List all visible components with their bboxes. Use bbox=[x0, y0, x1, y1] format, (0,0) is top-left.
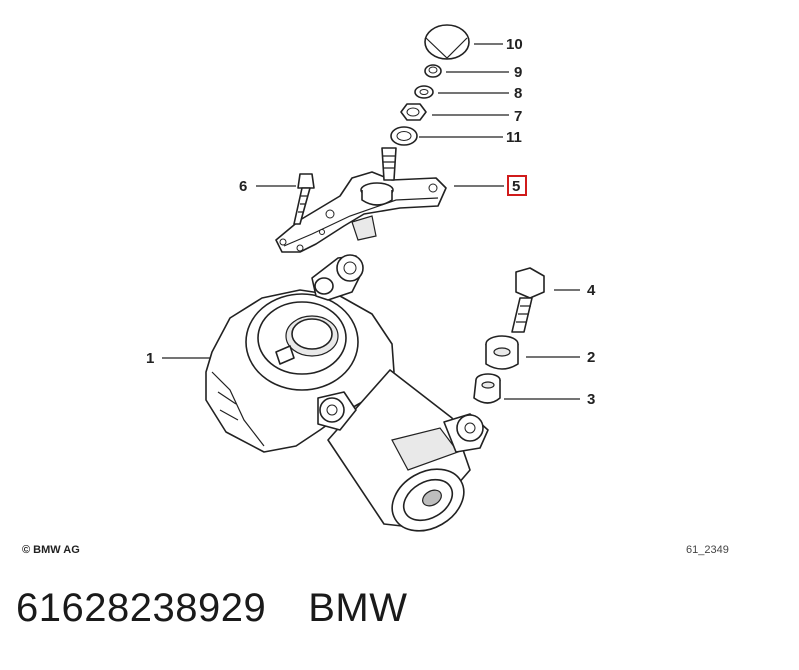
bolt-part-6 bbox=[293, 173, 315, 225]
callout-6: 6 bbox=[239, 178, 247, 195]
bracket-part-5 bbox=[275, 147, 447, 253]
brand-name: BMW bbox=[308, 586, 408, 630]
washer-part-8 bbox=[414, 85, 434, 99]
motor-part-1 bbox=[205, 254, 489, 532]
callout-7: 7 bbox=[514, 108, 522, 125]
callout-1: 1 bbox=[146, 350, 154, 367]
callout-8: 8 bbox=[514, 85, 522, 102]
callout-leaders bbox=[162, 43, 580, 400]
drawing-number: 61_2349 bbox=[686, 544, 729, 556]
bolt-part-4 bbox=[511, 267, 545, 333]
copyright-text: © BMW AG bbox=[22, 544, 80, 556]
callout-9: 9 bbox=[514, 64, 522, 81]
bushing-part-2 bbox=[485, 335, 519, 370]
callout-5: 5 bbox=[512, 178, 520, 195]
cap-part-10 bbox=[424, 24, 470, 60]
bushing-part-3 bbox=[473, 373, 501, 404]
nut-part-9 bbox=[424, 64, 442, 78]
hexnut-part-7 bbox=[400, 103, 427, 121]
ring-part-11 bbox=[390, 126, 418, 146]
callout-10: 10 bbox=[506, 36, 523, 53]
callout-2: 2 bbox=[587, 349, 595, 366]
part-number: 61628238929 bbox=[16, 586, 267, 630]
callout-5-highlight bbox=[507, 175, 527, 196]
part-number-caption: 61628238929 BMW bbox=[16, 586, 407, 631]
callout-11: 11 bbox=[506, 129, 522, 146]
callout-3: 3 bbox=[587, 391, 595, 408]
callout-4: 4 bbox=[587, 282, 596, 299]
